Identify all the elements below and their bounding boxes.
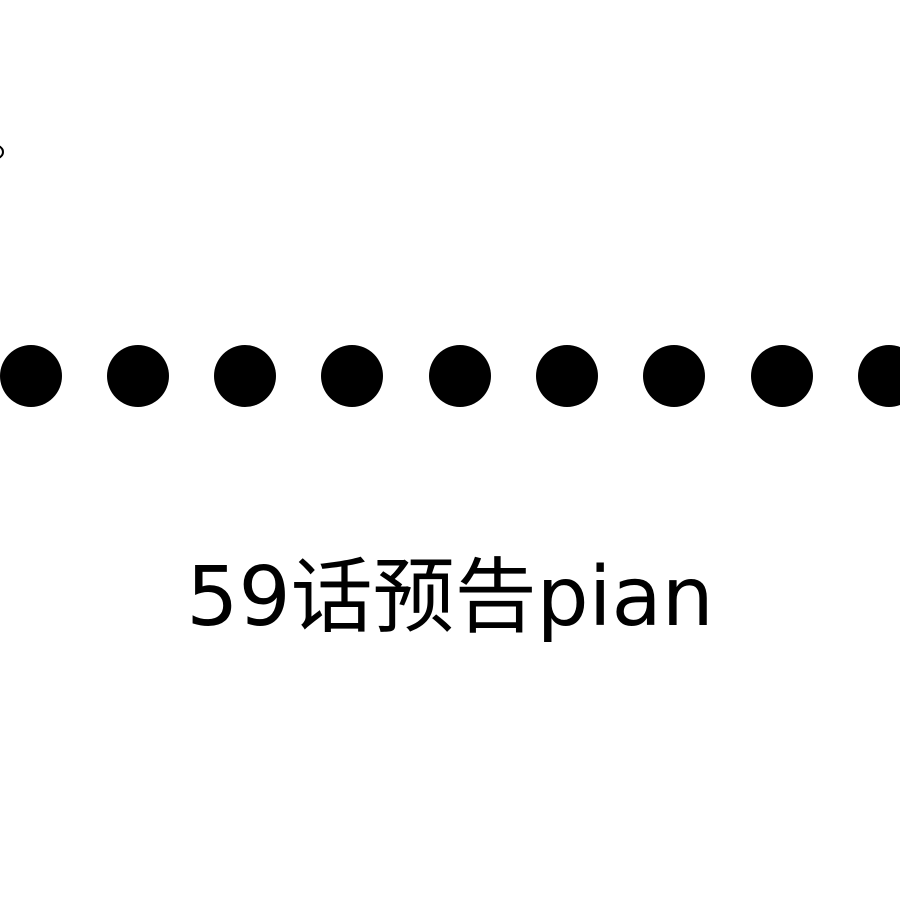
dot xyxy=(0,345,62,407)
dot xyxy=(643,345,705,407)
dot xyxy=(429,345,491,407)
preview-caption: 59话预告pian xyxy=(186,550,714,645)
dot xyxy=(321,345,383,407)
dot xyxy=(536,345,598,407)
dot xyxy=(751,345,813,407)
dot-separator xyxy=(0,345,900,409)
dot xyxy=(214,345,276,407)
partial-circle-mark xyxy=(0,142,7,162)
dot xyxy=(858,345,900,407)
dot xyxy=(107,345,169,407)
